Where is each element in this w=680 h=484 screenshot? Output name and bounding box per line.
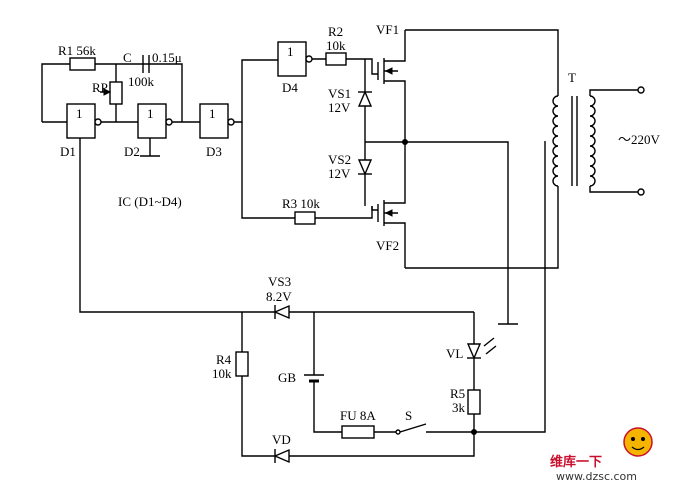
ac-terminal-top	[637, 86, 645, 94]
label-vs1-value: 12V	[328, 100, 351, 115]
label-d2: D2	[124, 144, 140, 159]
label-ac-voltage: ～220V	[618, 132, 661, 147]
label-s: S	[405, 408, 412, 423]
transformer-t	[474, 86, 645, 433]
gate-d2	[137, 103, 167, 139]
label-rp: RP	[92, 80, 108, 95]
mosfet-vf2	[371, 142, 406, 268]
label-r4-value: 10k	[212, 366, 232, 381]
watermark-url: www.dzsc.com	[556, 470, 637, 483]
label-r2: R2	[328, 24, 343, 39]
supply-section	[235, 304, 518, 464]
zener-vs2	[357, 159, 373, 176]
label-vs2: VS2	[328, 152, 351, 167]
gate-d4	[277, 41, 307, 77]
label-r3: R3 10k	[282, 196, 320, 211]
driver-section	[234, 41, 509, 324]
resistor-r4	[235, 351, 249, 377]
ac-terminal-bottom	[637, 188, 645, 196]
resistor-r3	[294, 211, 316, 225]
label-r5-value: 3k	[452, 400, 466, 415]
led-vl	[466, 343, 482, 360]
label-r5: R5	[450, 386, 465, 401]
label-vs2-value: 12V	[328, 166, 351, 181]
watermark: 维库一下 www.dzsc.com	[550, 427, 653, 483]
zener-vs1	[357, 90, 373, 107]
potentiometer-rp	[109, 81, 123, 105]
gate-d3	[199, 103, 229, 139]
label-vf1: VF1	[376, 22, 399, 37]
gate-d3-mark: 1	[209, 106, 216, 121]
label-fu: FU 8A	[340, 408, 376, 423]
label-r2-value: 10k	[326, 38, 346, 53]
mosfet-vf1	[371, 30, 406, 142]
watermark-text: 维库一下	[550, 454, 602, 470]
label-c-value: 0.15μ	[152, 50, 182, 65]
gate-d2-mark: 1	[147, 106, 154, 121]
label-ic: IC (D1~D4)	[118, 194, 182, 209]
label-d4: D4	[282, 80, 298, 95]
gate-d1-mark: 1	[76, 106, 83, 121]
zener-vs3	[273, 304, 290, 320]
label-rp-value: 100k	[128, 74, 155, 89]
resistor-r2	[325, 52, 347, 66]
label-r4: R4	[216, 352, 232, 367]
mosfet-section	[371, 29, 559, 269]
label-gb: GB	[278, 370, 296, 385]
switch-s	[395, 429, 401, 435]
oscillator-section	[41, 55, 262, 313]
mascot-icon	[623, 427, 653, 457]
label-vs3: VS3	[268, 274, 291, 289]
fuse-fu	[341, 425, 375, 439]
label-d3: D3	[206, 144, 222, 159]
label-d1: D1	[60, 144, 76, 159]
label-vf2: VF2	[376, 238, 399, 253]
label-vs3-value: 8.2V	[266, 289, 292, 304]
label-c: C	[123, 50, 132, 65]
gate-d1	[66, 103, 96, 139]
label-vl: VL	[446, 346, 463, 361]
label-t: T	[568, 70, 576, 85]
resistor-r1	[69, 57, 96, 71]
resistor-r5	[467, 389, 481, 415]
label-vd: VD	[272, 432, 291, 447]
diode-vd	[273, 448, 290, 464]
gate-d4-mark: 1	[287, 44, 294, 59]
label-vs1: VS1	[328, 86, 351, 101]
label-r1: R1 56k	[58, 43, 96, 58]
